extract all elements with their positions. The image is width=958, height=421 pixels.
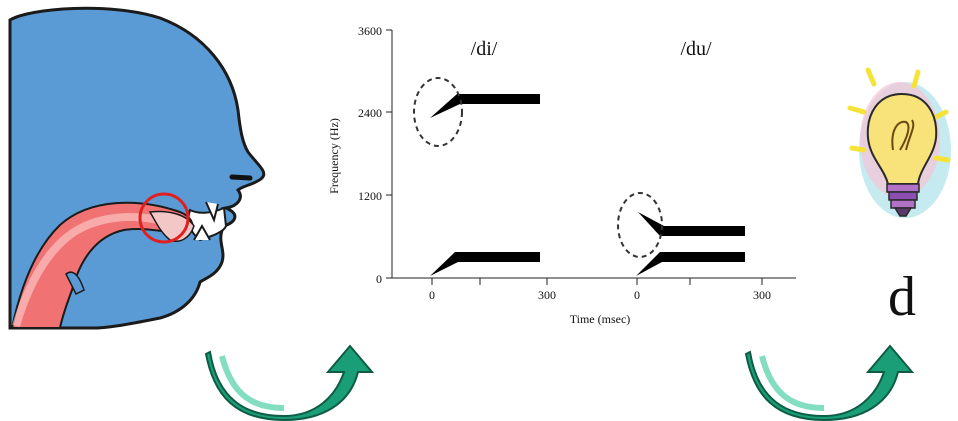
lightbulb-icon xyxy=(847,67,951,218)
di-transition-highlight xyxy=(413,77,463,147)
articulation-highlight-circle xyxy=(138,192,190,244)
y-tick-2400: 2400 xyxy=(358,106,382,120)
di-formant-2 xyxy=(430,94,540,118)
x-tick-left-0: 0 xyxy=(429,288,435,302)
di-formant-1 xyxy=(430,252,540,276)
head-profile-icon xyxy=(8,6,266,330)
y-axis-label: Frequency (Hz) xyxy=(327,118,341,194)
du-transition-highlight xyxy=(617,192,663,258)
syllable-di-label: /di/ xyxy=(471,38,498,60)
perceived-phoneme-letter: d xyxy=(888,266,916,328)
curved-arrow-icon xyxy=(744,344,915,421)
du-formant-2 xyxy=(638,212,745,236)
spectrogram: 3600 2400 1200 0 Frequency (Hz) 0 300 0 … xyxy=(327,24,796,326)
y-tick-1200: 1200 xyxy=(358,189,382,203)
x-tick-right-300: 300 xyxy=(753,288,771,302)
y-tick-0: 0 xyxy=(376,272,382,286)
y-tick-3600: 3600 xyxy=(358,24,382,38)
x-tick-left-300: 300 xyxy=(538,288,556,302)
x-tick-right-0: 0 xyxy=(634,288,640,302)
du-formant-1 xyxy=(636,252,745,276)
x-axis-label: Time (msec) xyxy=(570,312,631,326)
syllable-du-label: /du/ xyxy=(680,38,712,60)
curved-arrow-icon xyxy=(204,344,375,421)
